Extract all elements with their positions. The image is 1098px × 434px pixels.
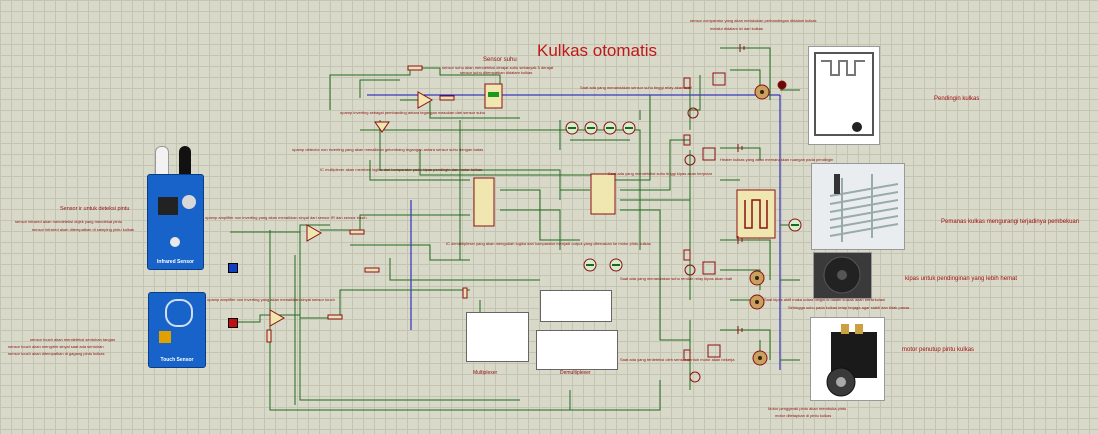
- cooling-coil-icon: [814, 52, 874, 136]
- heater-coil-photo: [811, 163, 905, 250]
- touch-desc-2: sensor touch akan mengirim sinyal saat a…: [8, 344, 104, 349]
- note-relay-motor: Saat ada yang terdeteksi oleh sensor sen…: [620, 357, 735, 362]
- heater-coil-icon: [829, 174, 899, 242]
- top-note-line-1: sensor comparator yang akan melakukan pe…: [690, 18, 817, 23]
- note-kipas-2: Sehingga suhu pada kulkas tetap terjaga …: [788, 305, 910, 310]
- ir-emitter-led: [155, 146, 169, 176]
- touch-sensor-board: Touch Sensor: [148, 292, 206, 368]
- note-opamp-inverting: opamp inverting sebagai pembanding antar…: [340, 110, 485, 115]
- touch-desc-3: sensor touch akan ditempatkan di gagang …: [8, 351, 105, 356]
- note-relay-kipas-2: Saat ada yang menandakan suhu rendah rel…: [620, 276, 733, 281]
- ir-receiver-led: [179, 146, 191, 174]
- page-title: Kulkas otomatis: [537, 41, 657, 60]
- touch-sensor-label: Touch Sensor: [160, 357, 194, 363]
- touch-pad-icon: [165, 299, 193, 327]
- touch-chip: [159, 331, 171, 343]
- multiplexer-caption: Multiplexer: [473, 370, 498, 376]
- demultiplexer-caption: Demultiplexer: [560, 370, 591, 376]
- ir-heading: Sensor ir untuk deteksi pintu: [60, 206, 130, 212]
- ir-output-probe: [228, 263, 238, 273]
- fan-photo: [813, 252, 872, 299]
- note-motor-2: motor ditetapkan di pintu kulkas: [775, 413, 832, 418]
- note-opamp-ir: opamp amplifier non inverting yang akan …: [205, 215, 367, 220]
- fan-icon: [823, 256, 861, 294]
- note-motor-1: Motor penggerak pintu akan membuka pintu: [768, 406, 847, 411]
- motor-label: motor penutup pintu kulkas: [902, 347, 975, 353]
- sensor-suhu-desc-1: sensor suhu akan mendeteksi derajat suhu…: [442, 65, 554, 70]
- top-note-line-2: melalui didalam isi dari kulkas: [710, 26, 763, 31]
- note-ic-multiplexer: IC multiplexer akan memberi logika dari …: [320, 167, 483, 172]
- note-relay-pendingin: Saat ada yang menandakan sensor suhu tin…: [580, 85, 692, 90]
- note-opamp-touch: opamp amplifier non inverting yang akan …: [207, 297, 335, 302]
- motor-photo: [810, 317, 885, 401]
- multiplexer-truth-table: [466, 312, 529, 362]
- note-opamp-detector: opamp detector non inverting yang akan m…: [292, 147, 484, 152]
- touch-desc-1: sensor touch akan mendeteksi sentuhan ta…: [30, 337, 116, 342]
- note-relay-heater: Heater kulkas yang akan memanaskan ruang…: [720, 157, 834, 162]
- truth-table-small: [540, 290, 612, 322]
- ir-potentiometer: [182, 195, 196, 209]
- note-kipas-1: Saat kipas aktif maka udara dingin di da…: [764, 297, 885, 302]
- pendingin-label: Pendingin kulkas: [934, 96, 980, 102]
- note-relay-kipas: Saat ada yang mendeteksi suhu tinggi kip…: [608, 171, 713, 176]
- fridge-cooling-photo: [808, 46, 880, 145]
- ir-desc-2: sensor infrared akan ditempatkan di samp…: [32, 227, 135, 232]
- kipas-label: kipas untuk pendinginan yang lebih hemat: [905, 276, 1018, 282]
- ir-chip: [158, 197, 178, 215]
- pemanas-label: Pemanas kulkas mengurangi terjadinya pem…: [941, 219, 1080, 225]
- sensor-suhu-heading: Sensor suhu: [483, 57, 517, 63]
- ir-desc-1: sensor infrared akan mendeteksi objek ya…: [15, 219, 122, 224]
- demultiplexer-truth-table: [536, 330, 618, 370]
- motor-icon: [826, 324, 877, 397]
- note-ic-demux: IC demultiplexer yang akan mengubah logi…: [446, 241, 651, 246]
- infrared-sensor-board: Infrared Sensor: [147, 174, 204, 270]
- sensor-suhu-desc-2: sensor suhu ditempatkan didalam kulkas: [460, 70, 533, 75]
- ir-led-indicator: [170, 237, 180, 247]
- infrared-sensor-label: Infrared Sensor: [157, 259, 194, 265]
- touch-output-probe: [228, 318, 238, 328]
